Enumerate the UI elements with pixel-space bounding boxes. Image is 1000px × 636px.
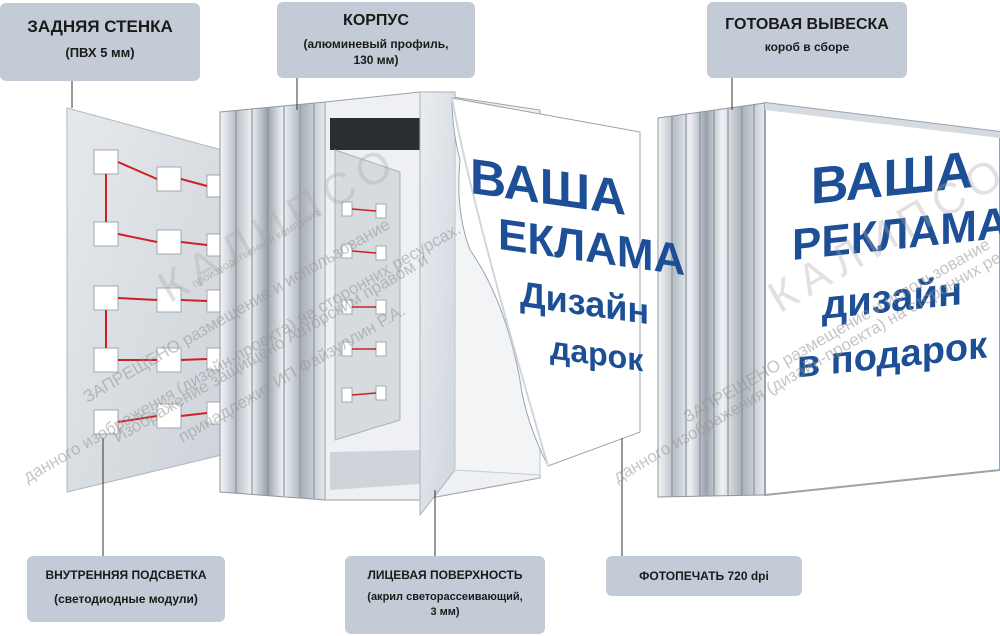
print-ad-text: ВАША ЕКЛАМА Дизайн дарок: [470, 148, 685, 382]
label-back-wall-title: ЗАДНЯЯ СТЕНКА: [27, 17, 173, 36]
pointer-lines: [71, 77, 733, 558]
label-print-title: ФОТОПЕЧАТЬ 720 dpi: [639, 569, 769, 583]
label-face-title: ЛИЦЕВАЯ ПОВЕРХНОСТЬ: [367, 568, 523, 582]
label-print: ФОТОПЕЧАТЬ 720 dpi: [606, 556, 802, 596]
label-face-sub: (акрил светорассеивающий, 3 мм): [367, 591, 523, 618]
led-wires: [105, 161, 208, 423]
finished-sign: [657, 101, 1000, 498]
label-body-sub: (алюминевый профиль, 130 мм): [303, 37, 449, 67]
label-lighting-title: ВНУТРЕННЯЯ ПОДСВЕТКА: [45, 568, 207, 582]
label-lighting: ВНУТРЕННЯЯ ПОДСВЕТКА (светодиодные модул…: [27, 556, 225, 622]
label-back-wall-sub: (ПВХ 5 мм): [65, 45, 135, 60]
photo-print-sheet: [451, 97, 641, 467]
back-wall: [66, 107, 223, 493]
inner-led-modules: [341, 201, 387, 403]
label-lighting-sub: (светодиодные модули): [54, 592, 198, 606]
label-body: КОРПУС (алюминевый профиль, 130 мм): [277, 2, 475, 78]
finished-ad-text: ВАША РЕКЛАМА дизайн в подарок: [792, 139, 1000, 392]
label-face: ЛИЦЕВАЯ ПОВЕРХНОСТЬ (акрил светорассеива…: [345, 556, 545, 634]
led-modules: [93, 149, 223, 435]
label-back-wall: ЗАДНЯЯ СТЕНКА (ПВХ 5 мм): [0, 3, 200, 81]
label-finished-sub: короб в сборе: [764, 40, 850, 54]
label-body-title: КОРПУС: [343, 12, 409, 29]
label-finished: ГОТОВАЯ ВЫВЕСКА короб в сборе: [707, 2, 907, 78]
label-finished-title: ГОТОВАЯ ВЫВЕСКА: [725, 16, 889, 33]
